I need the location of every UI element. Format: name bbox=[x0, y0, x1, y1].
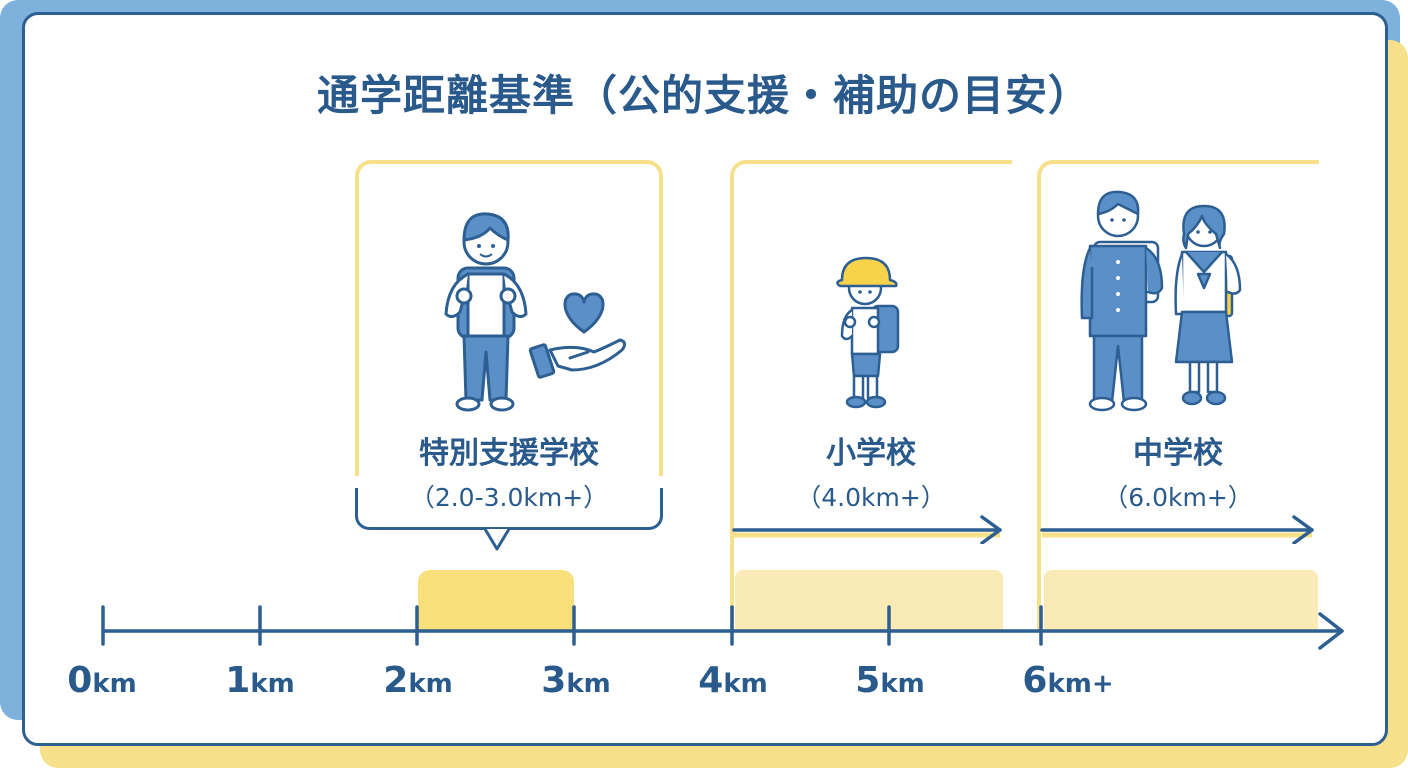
junior-high-range-arrow-icon bbox=[1040, 515, 1314, 544]
tick-label-3km: 3km bbox=[541, 660, 611, 701]
junior-high-range-block bbox=[1044, 570, 1318, 630]
tick-label-5km: 5km bbox=[855, 660, 925, 701]
tick-label-4km: 4km bbox=[698, 660, 768, 701]
panel-elementary bbox=[730, 160, 1012, 630]
page-title: 通学距離基準（公的支援・補助の目安） bbox=[316, 71, 1091, 120]
callout-tail-icon bbox=[484, 528, 510, 551]
junior-high-boy-icon bbox=[1080, 190, 1164, 412]
panel-special-support bbox=[355, 160, 663, 476]
heart-in-hand-icon bbox=[528, 292, 627, 379]
tick-label-0km: 0km bbox=[67, 660, 137, 701]
elementary-label: 小学校 bbox=[826, 436, 916, 471]
child-with-backpack-icon bbox=[444, 212, 528, 412]
elementary-range: （4.0km+） bbox=[796, 483, 946, 512]
junior-high-girl-icon bbox=[1174, 204, 1242, 406]
special-support-label: 特別支援学校 bbox=[419, 436, 599, 471]
special-support-range-block bbox=[418, 570, 574, 630]
elementary-range-arrow-icon bbox=[732, 515, 1002, 544]
special-support-range: （2.0-3.0km+） bbox=[409, 483, 609, 512]
tick-label-1km: 1km bbox=[225, 660, 295, 701]
junior-high-range: （6.0km+） bbox=[1103, 483, 1253, 512]
junior-high-label: 中学校 bbox=[1133, 436, 1223, 471]
tick-label-2km: 2km bbox=[383, 660, 453, 701]
panel-junior-high bbox=[1037, 160, 1319, 630]
elementary-range-block bbox=[735, 570, 1003, 630]
callout-bubble bbox=[355, 488, 663, 530]
tick-label-6km-plus: 6km+ bbox=[1022, 660, 1114, 701]
elementary-student-icon bbox=[836, 256, 900, 409]
